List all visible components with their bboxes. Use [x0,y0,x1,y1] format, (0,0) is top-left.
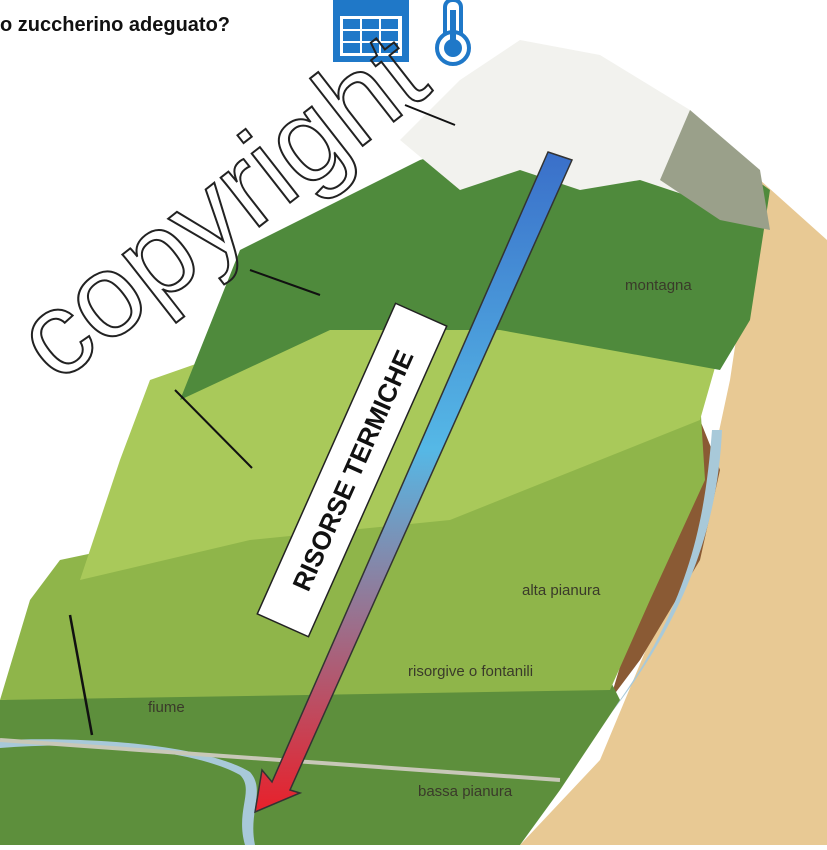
label-alta-pianura: alta pianura [522,582,601,599]
label-fiume: fiume [148,699,185,716]
hills [80,310,720,580]
low-plain [0,660,620,845]
label-risorgive: risorgive o fontanili [408,663,533,680]
label-bassa-pianura: bassa pianura [418,783,513,800]
leader-line-4 [68,614,94,736]
underground-river [612,430,722,712]
leader-line-1 [404,104,456,126]
question-title: o zuccherino adeguato? [0,14,231,36]
thermal-arrow [254,151,574,814]
road [0,738,561,782]
soil-side-face [520,180,827,845]
thermometer-icon [435,0,471,66]
label-montagna: montagna [625,277,692,294]
rock-shadow [660,110,770,230]
thermal-arrow-shape [254,151,574,814]
mountain-slope [180,120,770,400]
leader-line-2 [249,269,321,296]
calendar-icon [333,0,409,62]
leader-line-3 [174,389,253,469]
